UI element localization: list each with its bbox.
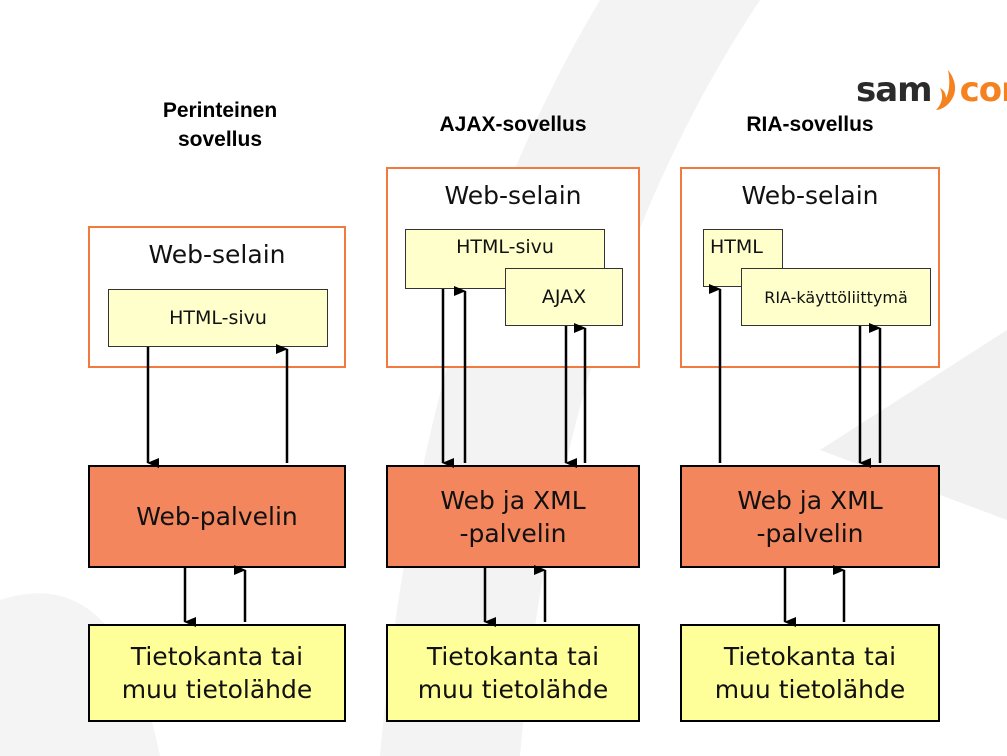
heading-ria: RIA-sovellus — [746, 113, 874, 136]
web-browser-label: Web-selain — [148, 240, 286, 269]
web-browser-label: Web-selain — [741, 181, 879, 210]
heading-ajax: AJAX-sovellus — [439, 113, 587, 136]
database-label-line2: muu tietolähde — [121, 675, 313, 704]
server-label-line1: Web ja XML — [737, 485, 883, 515]
server-label-line2: -palvelin — [459, 518, 567, 548]
heading-traditional-line2: sovellus — [177, 128, 263, 151]
ria-ui-box: RIA-käyttöliittymä — [741, 268, 931, 326]
heading-traditional: Perinteinen sovellus — [120, 96, 320, 154]
web-xml-server-box-ajax: Web ja XML -palvelin — [386, 465, 640, 568]
logo-text-sam: sam — [856, 70, 933, 110]
database-box-ria: Tietokanta tai muu tietolähde — [680, 624, 940, 722]
web-server-box-traditional: Web-palvelin — [88, 465, 346, 568]
database-box-traditional: Tietokanta tai muu tietolähde — [88, 624, 346, 722]
heading-traditional-line1: Perinteinen — [162, 99, 278, 122]
web-xml-server-box-ria: Web ja XML -palvelin — [680, 465, 940, 568]
server-label: Web-palvelin — [136, 502, 298, 531]
database-label-line2: muu tietolähde — [714, 675, 906, 704]
database-label-line2: muu tietolähde — [417, 675, 609, 704]
database-label-line1: Tietokanta tai — [130, 642, 304, 671]
html-page-box-traditional: HTML-sivu — [108, 289, 328, 347]
database-box-ajax: Tietokanta tai muu tietolähde — [386, 624, 640, 722]
logo-text-com: com — [959, 70, 1007, 110]
web-browser-label: Web-selain — [444, 181, 582, 210]
server-label-line2: -palvelin — [756, 518, 864, 548]
database-label-line1: Tietokanta tai — [723, 642, 897, 671]
samcom-logo: sam com — [856, 68, 1007, 112]
ajax-engine-box: AJAX — [505, 268, 623, 326]
database-label-line1: Tietokanta tai — [426, 642, 600, 671]
flame-icon — [935, 70, 955, 110]
server-label-line1: Web ja XML — [440, 485, 586, 515]
